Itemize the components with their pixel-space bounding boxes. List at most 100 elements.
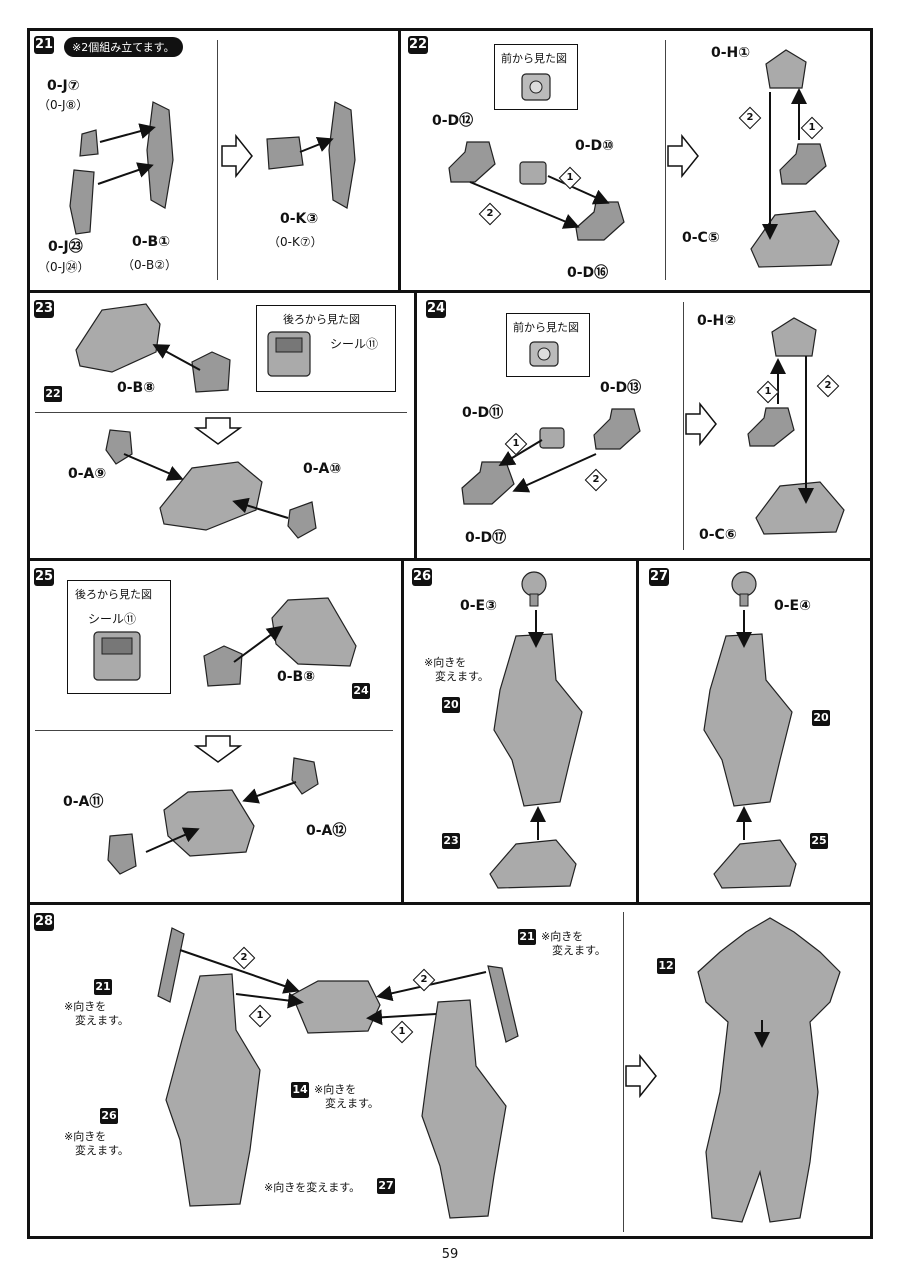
- ref-badge: 12: [657, 958, 675, 974]
- part-shape: [489, 839, 577, 889]
- part-shape: [328, 101, 356, 209]
- part-shape: [703, 633, 793, 807]
- part-shape: [765, 49, 807, 89]
- ref-badge: 24: [352, 683, 370, 699]
- divider: [398, 28, 401, 292]
- part-shape: [771, 317, 817, 357]
- step-number: 28: [34, 913, 54, 931]
- orientation-note: ※向きを変えます。: [264, 1181, 361, 1194]
- part-shape: [487, 965, 519, 1043]
- divider: [27, 290, 873, 293]
- part-shape: [750, 210, 840, 268]
- part-label: 0-H①: [711, 45, 751, 61]
- ref-badge: 21: [94, 979, 112, 995]
- ref-badge: 21: [518, 929, 536, 945]
- orientation-note: ※向きを 変えます。: [424, 656, 489, 683]
- sub-divider: [665, 40, 666, 280]
- ref-badge: 20: [812, 710, 830, 726]
- step-number: 27: [649, 568, 669, 586]
- part-shape: [69, 169, 95, 235]
- part-shape: [755, 481, 845, 535]
- step-number: 24: [426, 300, 446, 318]
- part-shape: [731, 571, 757, 607]
- part-shape: [159, 461, 263, 531]
- ref-badge: 25: [810, 833, 828, 849]
- part-shape: [105, 429, 133, 465]
- part-shape: [291, 980, 381, 1034]
- ref-badge: 27: [377, 1178, 395, 1194]
- divider: [27, 558, 873, 561]
- part-shape: [521, 571, 547, 607]
- orientation-note: ※向きを 変えます。: [541, 930, 606, 957]
- part-label: 0-E④: [774, 598, 811, 614]
- part-shape: [521, 73, 551, 101]
- part-shape: [493, 633, 583, 807]
- part-shape: [448, 141, 496, 183]
- part-label: 0-D⑪: [462, 405, 504, 421]
- step-number: 25: [34, 568, 54, 586]
- ref-badge: 20: [442, 697, 460, 713]
- part-label: 0-A⑩: [303, 461, 342, 477]
- detail-box-title: 前から見た図: [513, 321, 579, 334]
- part-shape: [593, 408, 641, 450]
- orientation-note: ※向きを 変えます。: [314, 1083, 379, 1110]
- part-shape: [287, 501, 317, 539]
- part-label: 0-E③: [460, 598, 497, 614]
- part-label: 0-D⑰: [465, 530, 507, 546]
- part-shape: [165, 973, 261, 1207]
- part-label: 0-D⑯: [567, 265, 609, 281]
- part-label: 0-C⑥: [699, 527, 737, 543]
- divider: [636, 558, 639, 904]
- part-label: 0-H②: [697, 313, 737, 329]
- part-shape: [163, 789, 255, 857]
- part-shape: [697, 917, 841, 1223]
- part-label: 0-A⑨: [68, 466, 107, 482]
- divider: [414, 290, 417, 560]
- part-label: 0-J⑦: [47, 78, 80, 94]
- part-shape: [519, 161, 547, 185]
- orientation-note: ※向きを 変えます。: [64, 1000, 129, 1027]
- part-label: 0-J㉓: [48, 239, 83, 255]
- detail-box-title: 後ろから見た図: [283, 313, 360, 326]
- part-label: 0-D⑬: [600, 380, 642, 396]
- part-shape: [529, 341, 559, 367]
- part-label: 0-D⑩: [575, 138, 615, 154]
- part-shape: [461, 461, 515, 505]
- part-shape: [79, 129, 99, 157]
- part-label: 0-B⑧: [277, 669, 316, 685]
- part-shape: [747, 407, 795, 447]
- ref-badge: 14: [291, 1082, 309, 1098]
- sub-divider: [35, 730, 393, 731]
- part-shape: [75, 303, 161, 373]
- part-label: 0-B⑧: [117, 380, 156, 396]
- part-shape: [203, 645, 243, 687]
- part-shape: [575, 201, 625, 241]
- seal-label: シール⑪: [330, 337, 379, 351]
- detail-box-title: 前から見た図: [501, 52, 567, 65]
- part-shape: [146, 101, 174, 209]
- part-label: （0-B②）: [122, 258, 177, 272]
- ref-badge: 23: [442, 833, 460, 849]
- sub-divider: [35, 412, 407, 413]
- part-label: （0-K⑦）: [268, 235, 323, 249]
- detail-box-title: 後ろから見た図: [75, 588, 152, 601]
- part-label: 0-D⑫: [432, 113, 474, 129]
- step-number: 23: [34, 300, 54, 318]
- page-number: 59: [441, 1247, 459, 1262]
- sub-divider: [623, 912, 624, 1232]
- part-label: （0-J⑧）: [38, 98, 89, 112]
- sub-divider: [683, 302, 684, 550]
- part-shape: [191, 351, 231, 393]
- ref-badge: 22: [44, 386, 62, 402]
- ref-badge: 26: [100, 1108, 118, 1124]
- part-shape: [713, 839, 797, 889]
- assembly-note: ※2個組み立てます。: [64, 37, 183, 57]
- part-shape: [266, 136, 304, 170]
- part-shape: [271, 597, 357, 667]
- part-label: 0-K③: [280, 211, 319, 227]
- seal-label: シール⑪: [88, 612, 137, 626]
- part-label: 0-A⑪: [63, 794, 104, 810]
- part-label: 0-B①: [132, 234, 171, 250]
- part-shape: [93, 631, 141, 681]
- divider: [27, 902, 873, 905]
